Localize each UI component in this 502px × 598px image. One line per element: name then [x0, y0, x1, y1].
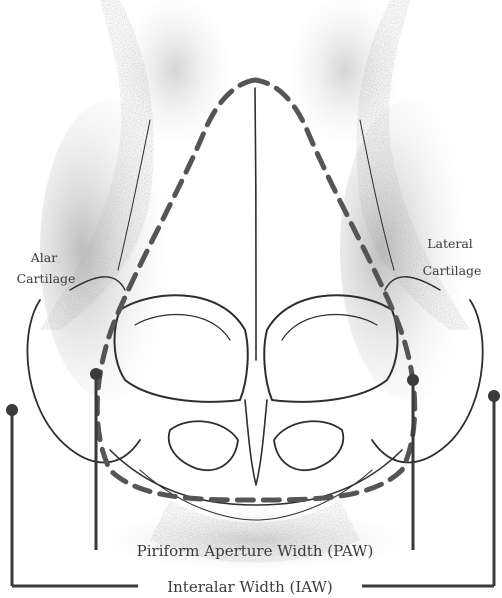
iaw-right-marker	[488, 390, 500, 402]
paw-label: Piriform Aperture Width (PAW)	[137, 542, 374, 560]
paw-right-marker	[407, 374, 419, 386]
iaw-label: Interalar Width (IAW)	[167, 578, 333, 596]
iaw-left-marker	[6, 404, 18, 416]
paw-left-marker	[90, 368, 102, 380]
